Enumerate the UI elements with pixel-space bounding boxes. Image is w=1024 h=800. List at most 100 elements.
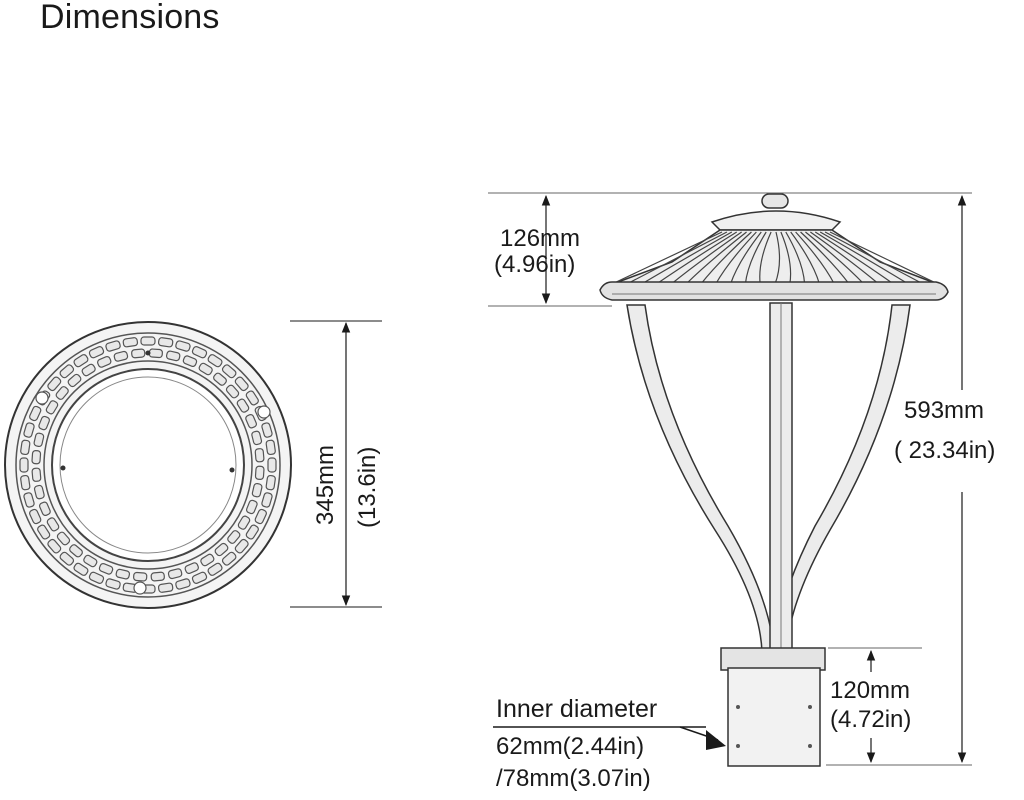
ring-cell <box>37 524 51 540</box>
ring-cell <box>165 350 181 362</box>
heatsink-fin <box>795 231 835 285</box>
ring-cell <box>69 544 83 558</box>
head-height-mm-label: 126mm <box>500 225 581 252</box>
ring-cell <box>207 562 223 576</box>
heatsink-fin <box>759 231 772 285</box>
inner-diameter-value-1: 62mm(2.44in) <box>496 733 645 760</box>
ring-cell <box>245 390 259 406</box>
heatsink-fin <box>829 231 939 285</box>
ring-cell <box>20 439 31 456</box>
ring-cell <box>157 337 174 348</box>
ring-cell <box>23 492 35 508</box>
ring-cell <box>251 430 263 446</box>
ring-cell <box>236 398 250 413</box>
ring-cell <box>47 376 62 392</box>
side-view-luminaire <box>599 193 949 767</box>
ring-cell <box>73 562 89 576</box>
base-height-mm-label: 120mm <box>830 677 911 704</box>
ring-cell <box>115 568 131 580</box>
ring-cell <box>38 415 50 431</box>
heatsink-fin <box>819 231 909 285</box>
ring-cell <box>88 346 105 359</box>
front-diameter-dimension <box>290 320 382 608</box>
inner-diameter-leader <box>493 726 726 750</box>
heatsink-fin <box>814 231 894 285</box>
ring-cell <box>221 364 237 379</box>
ring-cell <box>46 517 60 532</box>
ring-cell <box>182 355 198 367</box>
ring-cell <box>221 551 237 566</box>
total-height-mm-label: 593mm <box>904 397 985 424</box>
ring-cell <box>261 422 273 438</box>
ring-cell <box>67 373 82 388</box>
ring-cell <box>175 340 191 352</box>
ring-cell <box>254 465 265 480</box>
ring-cell <box>29 405 42 422</box>
ring-cell <box>265 474 276 491</box>
ring-cell <box>234 376 249 392</box>
heatsink-fin <box>790 231 821 285</box>
ring-cell <box>81 363 96 377</box>
ring-cell <box>157 582 174 593</box>
ring-cell <box>175 578 191 590</box>
heatsink-fin <box>824 231 924 285</box>
ring-cell <box>265 439 276 456</box>
inner-diameter-label: Inner diameter <box>496 695 658 723</box>
ring-cell <box>98 563 114 575</box>
ring-cell <box>39 501 51 516</box>
ring-cell <box>198 362 213 376</box>
ring-cell <box>254 448 265 463</box>
ring-cell <box>88 571 105 584</box>
heatsink-fin <box>641 231 733 285</box>
total-height-in-label: ( 23.34in) <box>894 437 996 464</box>
heatsink-fin <box>715 231 757 285</box>
heatsink-fin <box>611 231 723 285</box>
ring-cell <box>56 531 71 546</box>
ring-cell <box>31 467 42 482</box>
ring-cell <box>191 346 208 359</box>
ring-cell <box>167 568 183 580</box>
ring-cell <box>225 384 240 399</box>
ring-cell <box>31 450 42 465</box>
ring-cell <box>73 354 89 368</box>
ring-cell <box>122 337 139 348</box>
ring-cell <box>55 386 69 400</box>
ring-cell <box>254 508 267 525</box>
ring-cell <box>148 348 163 359</box>
ring-cell <box>47 538 62 554</box>
heatsink-fin <box>774 231 781 285</box>
ring-cell <box>19 457 29 473</box>
heatsink-fin <box>805 231 865 285</box>
front-diameter-in-label: (13.6in) <box>354 446 381 528</box>
ring-cell <box>207 354 223 368</box>
heatsink-fin <box>780 231 792 285</box>
ring-cell <box>227 530 241 544</box>
ring-cell <box>20 474 31 491</box>
heatsink-fin <box>800 231 850 285</box>
ring-cell <box>140 336 156 346</box>
ring-cell <box>33 432 45 448</box>
ring-cell <box>245 414 257 429</box>
ring-cell <box>251 482 263 498</box>
ring-cell <box>184 562 199 574</box>
ring-cell <box>131 348 146 359</box>
page-title: Dimensions <box>40 0 220 36</box>
front-view-ring <box>4 321 292 609</box>
heatsink-fin <box>700 231 752 285</box>
ring-cell <box>97 356 112 368</box>
ring-cell <box>83 554 98 568</box>
side-extension-lines <box>488 192 972 766</box>
ring-cell <box>267 457 277 473</box>
ring-cell <box>246 499 258 515</box>
front-diameter-mm-label: 345mm <box>312 444 339 525</box>
heatsink-fin <box>729 231 762 285</box>
heatsink-fin <box>626 231 728 285</box>
ring-cell <box>261 492 273 508</box>
ring-cell <box>59 551 75 566</box>
ring-cell <box>150 571 165 582</box>
ring-cell <box>200 553 215 567</box>
heatsink-fin <box>670 231 742 285</box>
ring-cell <box>105 340 121 352</box>
heatsink-fin <box>656 231 738 285</box>
